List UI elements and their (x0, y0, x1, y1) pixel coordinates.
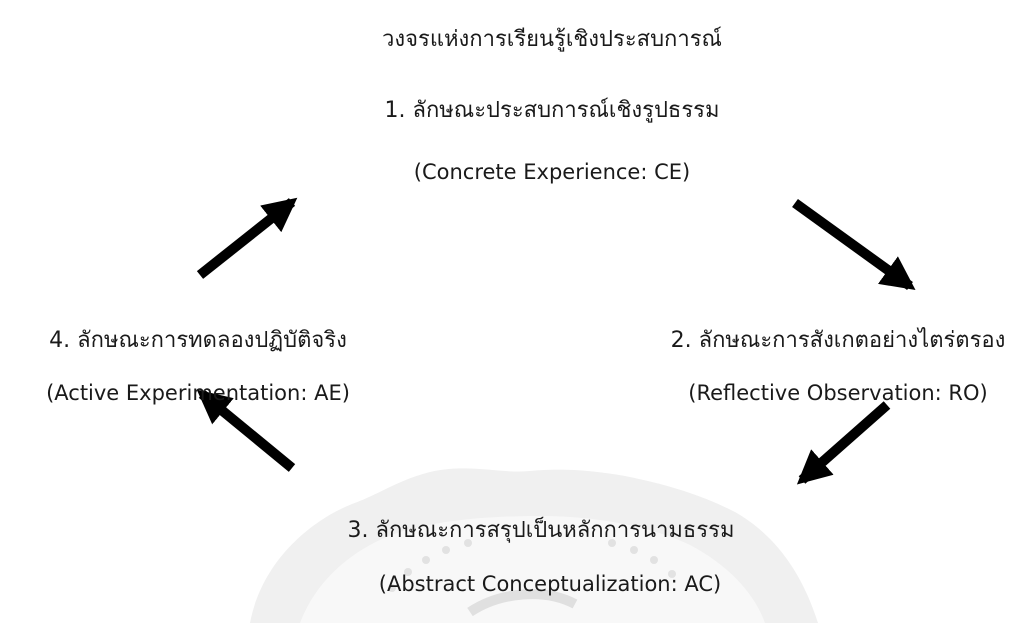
stage-2-english: (Reflective Observation: RO) (688, 381, 988, 405)
arrow-ro-to-ac (796, 401, 891, 485)
arrow-ac-to-ae (196, 389, 296, 472)
stage-4-english: (Active Experimentation: AE) (46, 381, 350, 405)
stage-3-english: (Abstract Conceptualization: AC) (378, 572, 722, 596)
diagram-title: วงจรแห่งการเรียนรู้เชิงประสบการณ์ (382, 27, 722, 52)
stage-1-english: (Concrete Experience: CE) (413, 160, 691, 184)
stage-2-label: 2. ลักษณะการสังเกตอย่างไตร่ตรอง (670, 328, 1006, 353)
arrow-ce-to-ro (792, 198, 916, 291)
stage-1-label: 1. ลักษณะประสบการณ์เชิงรูปธรรม (384, 98, 720, 123)
stage-3-label: 3. ลักษณะการสรุปเป็นหลักการนามธรรม (347, 518, 735, 543)
arrow-ae-to-ce (196, 197, 298, 279)
stage-4-label: 4. ลักษณะการทดลองปฏิบัติจริง (49, 328, 347, 353)
